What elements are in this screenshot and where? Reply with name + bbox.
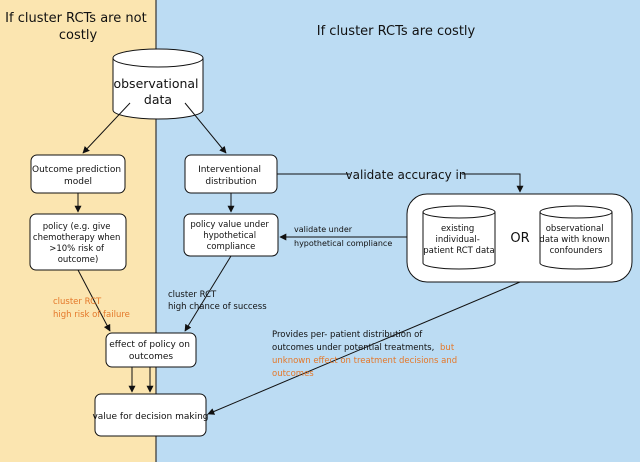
observational-data-cylinder: observational data bbox=[112, 48, 204, 120]
svg-text:existing individual-: existing individual- patient RCT data bbox=[423, 224, 494, 256]
arrow-policy-to-effect bbox=[77, 269, 111, 332]
arrow-policy-value-to-effect bbox=[184, 255, 232, 332]
arrows bbox=[74, 102, 524, 415]
existing-rct-data-cylinder: existing individual- patient RCT data bbox=[422, 205, 496, 270]
policy-value-box: policy value under hypothetical complian… bbox=[183, 213, 279, 257]
interventional-distribution-box: Interventional distribution bbox=[184, 154, 278, 194]
svg-text:policy (e.g. give chemot: policy (e.g. give chemotherapy when >10%… bbox=[33, 222, 123, 265]
arrow-obs-to-interventional bbox=[184, 102, 227, 154]
validate-accuracy-label-bg bbox=[350, 165, 462, 183]
value-for-decision-box: value for decision making bbox=[92, 393, 209, 437]
arrow-obs-to-outcome-model bbox=[82, 102, 131, 154]
cluster-rct-high-risk-label: cluster RCT high risk of failure bbox=[53, 297, 130, 320]
or-label: OR bbox=[510, 231, 529, 246]
svg-text:value for decision making: value for decision making bbox=[92, 412, 208, 422]
right-panel-title: If cluster RCTs are costly bbox=[317, 24, 476, 39]
observational-confounders-cylinder: observational data with known confounder… bbox=[539, 205, 613, 270]
left-panel-title: If cluster RCTs are not costly bbox=[5, 11, 151, 43]
svg-text:observational data with: observational data with known confounder… bbox=[539, 224, 612, 256]
cluster-rct-high-chance-label: cluster RCT high chance of success bbox=[168, 290, 267, 312]
policy-box: policy (e.g. give chemotherapy when >10%… bbox=[29, 213, 127, 271]
validate-under-label: validate under hypothetical compliance bbox=[294, 225, 392, 248]
svg-text:Interventional distribut: Interventional distribution bbox=[198, 165, 264, 187]
arrow-data-to-value bbox=[207, 281, 521, 415]
svg-text:effect of policy on outc: effect of policy on outcomes bbox=[109, 340, 193, 362]
svg-text:Outcome prediction model: Outcome prediction model bbox=[32, 165, 124, 187]
effect-of-policy-box: effect of policy on outcomes bbox=[105, 332, 197, 368]
svg-text:policy value under hypot: policy value under hypothetical complian… bbox=[190, 220, 271, 252]
svg-text:observational data: observational data bbox=[113, 76, 202, 107]
provides-per-patient-label: Provides per- patient distribution of ou… bbox=[272, 330, 460, 379]
validate-accuracy-label: validate accuracy in bbox=[346, 168, 467, 182]
outcome-prediction-model-box: Outcome prediction model bbox=[30, 154, 126, 194]
